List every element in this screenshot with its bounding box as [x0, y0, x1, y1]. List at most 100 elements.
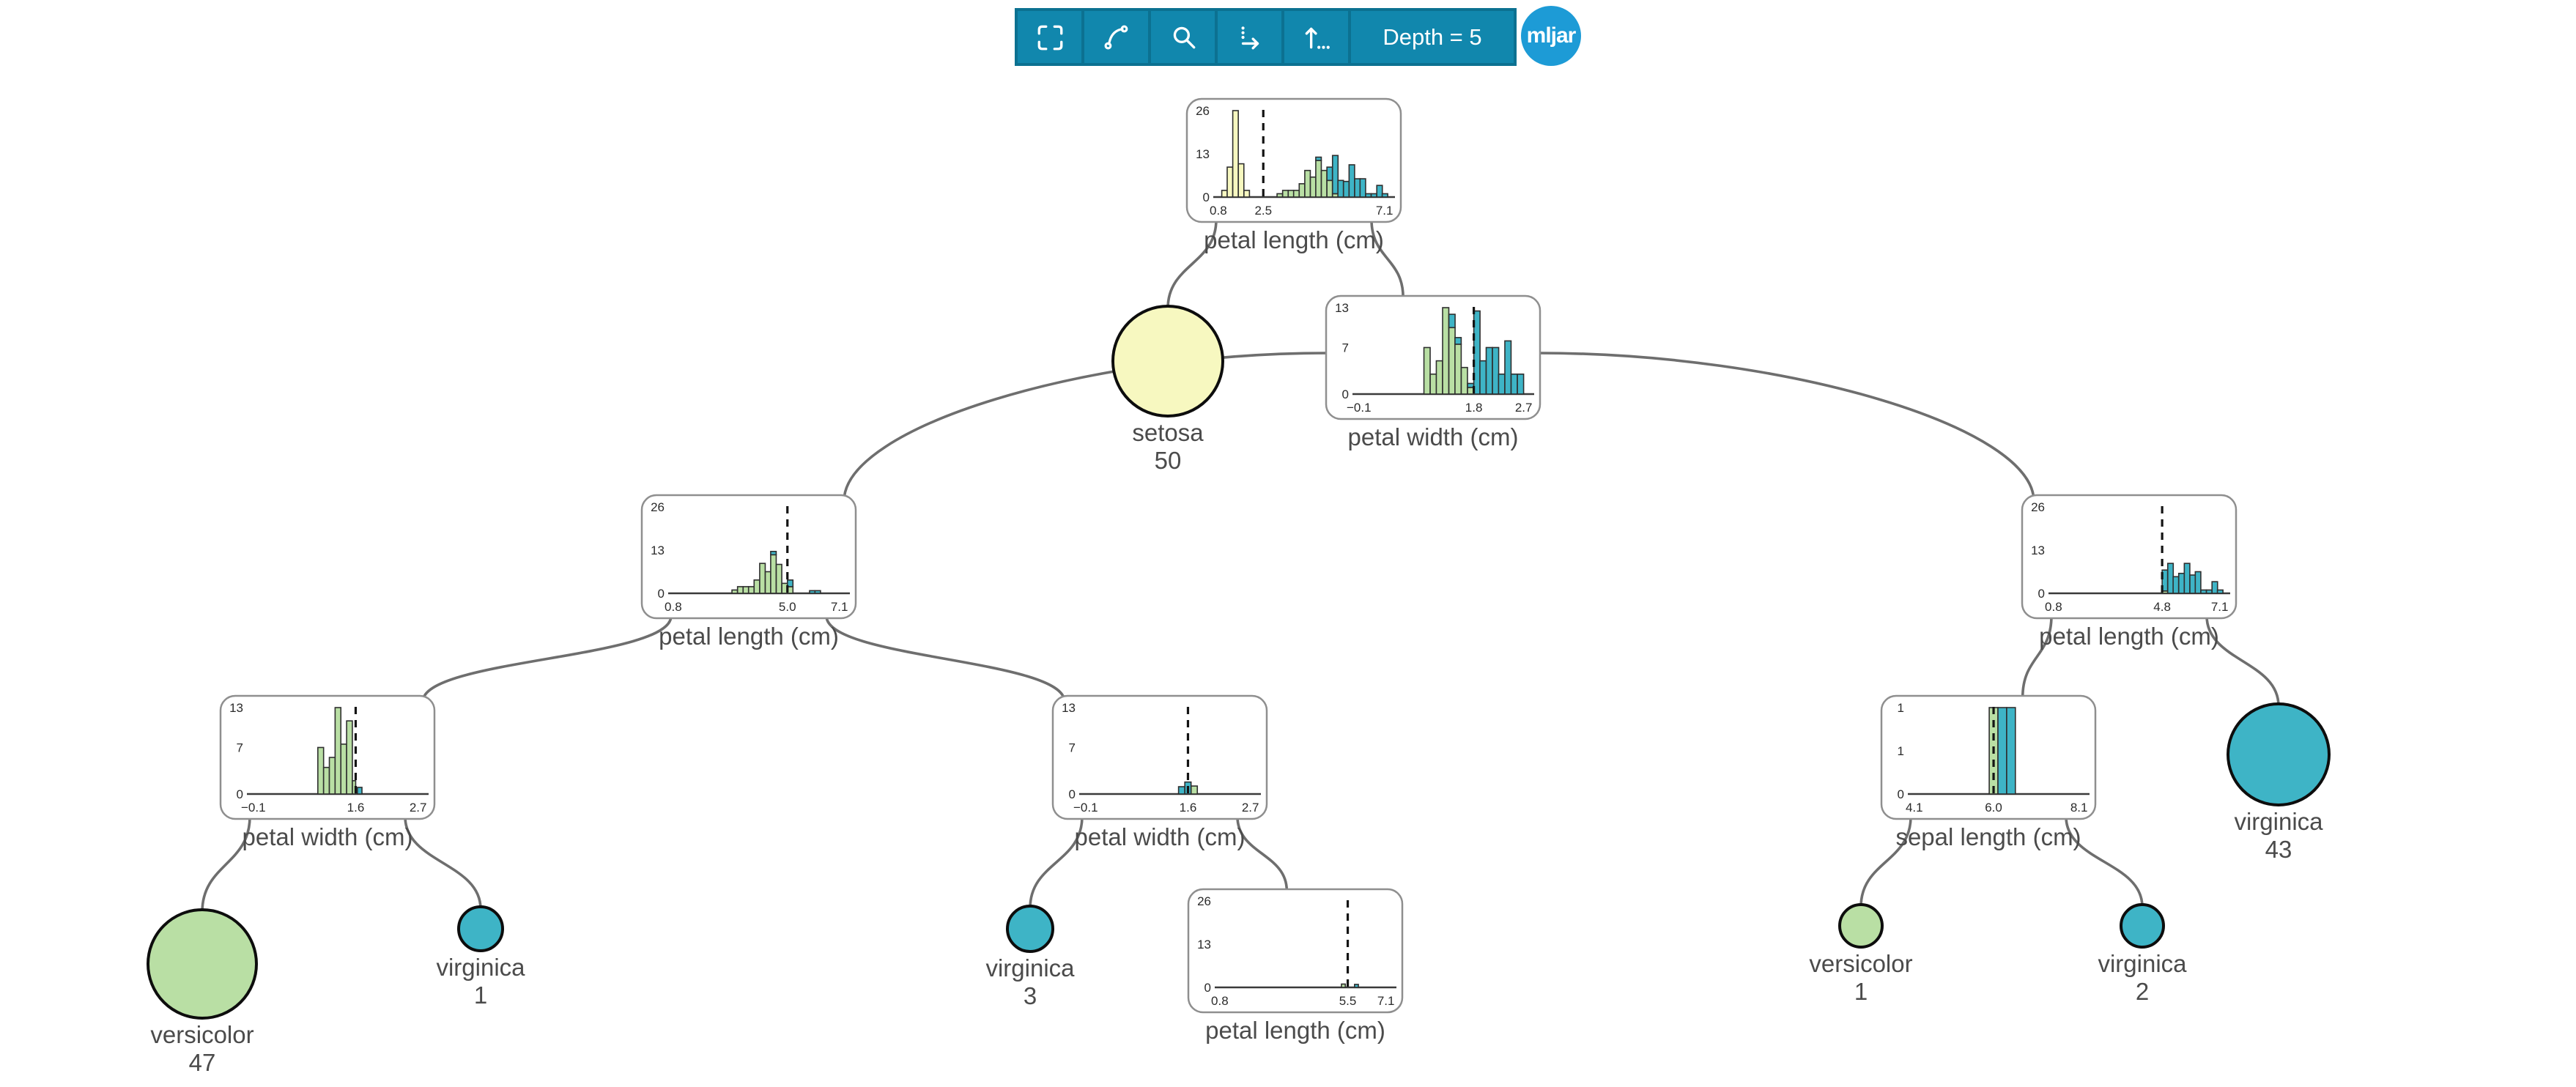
- histogram-bar-versicolor: [764, 571, 771, 594]
- histogram-bar-virginica: [1177, 786, 1185, 795]
- histogram-bar-virginica: [2211, 581, 2218, 594]
- leaf-count-label: 1: [474, 982, 487, 1009]
- histogram-bar-virginica: [1485, 346, 1493, 395]
- histogram-bar-setosa: [1237, 163, 1245, 198]
- histogram-bar-versicolor: [1304, 169, 1311, 198]
- x-tick-label: 1.8: [1465, 401, 1483, 415]
- y-tick-label: 0: [658, 587, 665, 601]
- histogram-bar-virginica: [2177, 572, 2185, 594]
- node-box[interactable]: [640, 494, 857, 620]
- tree-edge: [2205, 615, 2280, 708]
- leaf-count-label: 50: [1155, 447, 1182, 474]
- histogram-bar-versicolor: [317, 746, 325, 795]
- histogram-bar-virginica: [2189, 574, 2196, 594]
- histogram-bar-virginica: [2194, 571, 2202, 594]
- fit-view-button[interactable]: [1018, 11, 1081, 63]
- node-feature-label: petal length (cm): [1204, 226, 1384, 253]
- histogram-bar-virginica: [1376, 185, 1383, 198]
- histogram-bar-virginica: [814, 590, 821, 594]
- y-tick-label: 13: [2031, 544, 2045, 557]
- histogram-bar-versicolor: [1190, 785, 1199, 795]
- zoom-button[interactable]: [1151, 11, 1215, 63]
- histogram-bar-virginica: [1997, 707, 2007, 795]
- leaf-circle-virginica[interactable]: [2227, 702, 2331, 806]
- leaf-class-label: versicolor: [150, 1021, 253, 1048]
- edge-style-button[interactable]: [1084, 11, 1148, 63]
- leaf-circle-setosa[interactable]: [1111, 305, 1224, 418]
- y-tick-label: 7: [1342, 341, 1349, 355]
- histogram-bar-virginica: [1337, 179, 1344, 198]
- node-box[interactable]: [1880, 694, 2097, 820]
- histogram-bar-virginica: [1479, 360, 1487, 395]
- fullscreen-icon: [1037, 25, 1062, 50]
- histogram-bar-versicolor: [775, 563, 782, 594]
- histogram-bar-versicolor: [1454, 344, 1462, 395]
- histogram-bar-versicolor: [1460, 366, 1468, 395]
- y-tick-label: 0: [237, 787, 243, 801]
- histogram-bar-versicolor: [334, 707, 342, 795]
- y-tick-label: 0: [2038, 587, 2045, 601]
- y-tick-label: 13: [1196, 147, 1210, 161]
- leaf-count-label: 3: [1024, 982, 1037, 1009]
- leaf-circle-virginica[interactable]: [457, 905, 504, 952]
- y-tick-label: 26: [1197, 894, 1211, 908]
- tree-edge: [201, 815, 251, 913]
- histogram-bar-setosa: [1243, 190, 1251, 198]
- node-box[interactable]: [219, 694, 436, 820]
- histogram-bar-virginica: [1454, 337, 1462, 345]
- y-tick-label: 13: [1062, 701, 1076, 715]
- leaf-circle-virginica[interactable]: [1006, 905, 1054, 953]
- x-tick-label: 7.1: [2211, 600, 2229, 614]
- leaf-class-label: virginica: [2098, 950, 2187, 977]
- histogram-bar-virginica: [2172, 576, 2180, 594]
- histogram-bar-virginica: [2006, 707, 2016, 795]
- tree-edge: [825, 615, 1066, 703]
- depth-label: Depth = 5: [1383, 23, 1482, 50]
- histogram-bar-virginica: [1354, 178, 1361, 198]
- y-tick-label: 7: [1069, 741, 1076, 755]
- histogram-bar-versicolor: [736, 586, 744, 594]
- y-tick-label: 26: [1196, 104, 1210, 118]
- histogram-bar-virginica: [1381, 193, 1388, 198]
- leaf-circle-versicolor[interactable]: [147, 908, 258, 1020]
- tree-edge: [1370, 218, 1404, 299]
- tree-edge: [404, 815, 482, 910]
- histogram-bar-versicolor: [1315, 160, 1322, 198]
- x-tick-label: 2.5: [1254, 204, 1272, 218]
- y-tick-label: 7: [237, 741, 243, 755]
- node-box[interactable]: [1051, 694, 1268, 820]
- x-tick-label: 0.8: [1211, 994, 1229, 1008]
- vertical-spread-button[interactable]: [1284, 11, 1348, 63]
- x-tick-label: 7.1: [1376, 204, 1394, 218]
- histogram-bar-versicolor: [1448, 327, 1456, 395]
- y-tick-label: 13: [229, 701, 243, 715]
- y-tick-label: 1: [1898, 744, 1904, 758]
- node-feature-label: petal width (cm): [1075, 823, 1246, 850]
- histogram-bar-virginica: [1510, 373, 1518, 395]
- leaf-circle-versicolor[interactable]: [1838, 903, 1884, 949]
- y-tick-label: 13: [1335, 301, 1349, 315]
- horizontal-spread-button[interactable]: [1218, 11, 1281, 63]
- toolbar: Depth = 5: [1015, 8, 1517, 66]
- curve-icon: [1104, 25, 1128, 49]
- tree-edge: [1859, 815, 1912, 908]
- y-tick-label: 13: [651, 544, 665, 557]
- leaf-circle-virginica[interactable]: [2120, 903, 2165, 949]
- histogram-bar-virginica: [1504, 340, 1512, 395]
- x-tick-label: 0.8: [1210, 204, 1227, 218]
- x-tick-label: 0.8: [2045, 600, 2062, 614]
- y-tick-label: 0: [1342, 387, 1349, 401]
- tree-edge: [2065, 815, 2144, 908]
- mljar-logo[interactable]: mljar: [1521, 6, 1581, 66]
